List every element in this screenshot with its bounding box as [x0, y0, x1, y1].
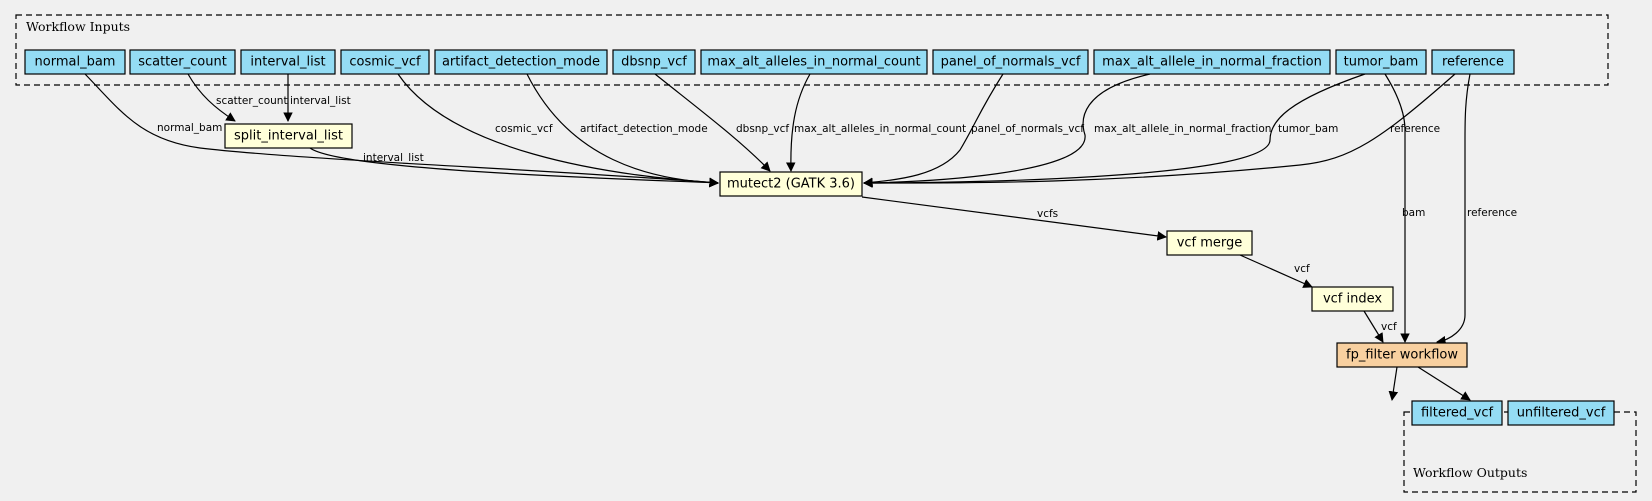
node-tumor-bam[interactable]: tumor_bam — [1335, 49, 1427, 75]
node-split-interval-list[interactable]: split_interval_list — [224, 123, 353, 149]
edge-normal-bam-to-mutect2 — [84, 73, 719, 188]
edge-max-alt-alleles-in-normal-count-to-mutect2 — [785, 73, 811, 172]
edge-mutect2-to-vcf-merge — [861, 196, 1167, 241]
node-label: mutect2 (GATK 3.6) — [727, 177, 855, 192]
node-label: panel_of_normals_vcf — [941, 55, 1081, 70]
node-label: reference — [1442, 55, 1504, 70]
node-max-alt-alleles-in-normal-count[interactable]: max_alt_alleles_in_normal_count — [700, 49, 928, 75]
edge-label: dbsnp_vcf — [736, 123, 789, 135]
node-reference[interactable]: reference — [1431, 49, 1515, 75]
node-artifact-detection-mode[interactable]: artifact_detection_mode — [434, 49, 608, 75]
edge-label: reference — [1467, 207, 1517, 219]
edge-label: scatter_count — [216, 95, 288, 107]
node-cosmic-vcf[interactable]: cosmic_vcf — [340, 49, 430, 75]
node-label: unfiltered_vcf — [1517, 406, 1606, 421]
node-label: vcf index — [1323, 292, 1382, 307]
edge-label: bam — [1402, 207, 1425, 219]
node-box — [1311, 286, 1394, 312]
node-label: fp_filter workflow — [1346, 348, 1458, 363]
edge-label: interval_list — [363, 152, 424, 164]
node-label: interval_list — [250, 55, 325, 70]
edge-label: max_alt_allele_in_normal_fraction — [1094, 123, 1271, 135]
node-label: tumor_bam — [1344, 55, 1419, 70]
edge-label: interval_list — [290, 95, 351, 107]
edge-vcf-index-to-fp-filter — [1363, 310, 1384, 343]
node-fp-filter[interactable]: fp_filter workflow — [1336, 342, 1468, 368]
node-label: filtered_vcf — [1421, 406, 1494, 421]
edge-label: vcfs — [1037, 208, 1058, 220]
node-box — [1336, 342, 1468, 368]
node-box — [700, 49, 928, 75]
node-label: max_alt_alleles_in_normal_count — [707, 55, 920, 70]
inputs-cluster-label: Workflow Inputs — [26, 19, 130, 34]
edge-tumor-bam-to-fp-filter — [1384, 73, 1410, 343]
node-box — [224, 123, 353, 149]
node-box — [1507, 400, 1615, 426]
inputs-cluster: Workflow Inputs — [15, 14, 1609, 86]
edge-label: tumor_bam — [1278, 123, 1338, 135]
node-scatter-count[interactable]: scatter_count — [129, 49, 236, 75]
node-box — [129, 49, 236, 75]
edge-label: panel_of_normals_vcf — [971, 123, 1084, 135]
edge-vcf-merge-to-vcf-index — [1239, 254, 1313, 288]
edge-label: vcf — [1294, 263, 1310, 275]
edge-fp-filter-to-unfiltered-vcf — [1417, 366, 1471, 401]
node-label: max_alt_allele_in_normal_fraction — [1102, 55, 1322, 70]
edge-label: reference — [1390, 123, 1440, 135]
edge-panel-of-normals-vcf-to-mutect2 — [863, 73, 1004, 188]
edge-reference-to-mutect2 — [863, 73, 1456, 188]
node-box — [434, 49, 608, 75]
node-box — [1431, 49, 1515, 75]
edge-reference-to-fp-filter — [1436, 73, 1471, 346]
edge-label: artifact_detection_mode — [580, 123, 708, 135]
edge-max-alt-allele-in-normal-fraction-to-mutect2 — [863, 73, 1151, 188]
node-vcf-merge[interactable]: vcf merge — [1166, 230, 1253, 256]
edge-artifact-detection-mode-to-mutect2 — [526, 73, 719, 188]
node-panel-of-normals-vcf[interactable]: panel_of_normals_vcf — [932, 49, 1089, 75]
edge-dbsnp-vcf-to-mutect2 — [654, 73, 771, 172]
edge-scatter-count-to-split-interval-list — [187, 73, 236, 122]
node-label: cosmic_vcf — [349, 55, 421, 70]
node-normal-bam[interactable]: normal_bam — [24, 49, 126, 75]
node-label: scatter_count — [138, 55, 227, 70]
edge-label: max_alt_alleles_in_normal_count — [794, 123, 966, 135]
node-box — [240, 49, 336, 75]
edge-fp-filter-to-filtered-vcf — [1388, 366, 1399, 401]
node-box — [932, 49, 1089, 75]
node-label: dbsnp_vcf — [621, 55, 687, 70]
edge-cosmic-vcf-to-mutect2 — [397, 73, 719, 188]
node-interval-list[interactable]: interval_list — [240, 49, 336, 75]
node-box — [340, 49, 430, 75]
node-label: split_interval_list — [234, 129, 343, 144]
node-label: normal_bam — [35, 55, 116, 70]
node-box — [1093, 49, 1331, 75]
node-label: artifact_detection_mode — [442, 55, 600, 70]
node-mutect2[interactable]: mutect2 (GATK 3.6) — [719, 171, 863, 197]
outputs-cluster-label: Workflow Outputs — [1413, 465, 1527, 480]
node-unfiltered-vcf[interactable]: unfiltered_vcf — [1507, 400, 1615, 426]
node-filtered-vcf[interactable]: filtered_vcf — [1411, 400, 1503, 426]
edge-tumor-bam-to-mutect2 — [863, 73, 1366, 188]
node-box — [719, 171, 863, 197]
edge-label: normal_bam — [157, 122, 222, 134]
node-dbsnp-vcf[interactable]: dbsnp_vcf — [612, 49, 696, 75]
node-box — [1166, 230, 1253, 256]
node-box — [24, 49, 126, 75]
node-box — [612, 49, 696, 75]
node-box — [1411, 400, 1503, 426]
edge-label: vcf — [1381, 321, 1397, 333]
node-label: vcf merge — [1177, 236, 1243, 251]
edge-split-interval-list-to-mutect2 — [309, 147, 719, 188]
node-max-alt-allele-in-normal-fraction[interactable]: max_alt_allele_in_normal_fraction — [1093, 49, 1331, 75]
edge-label: cosmic_vcf — [495, 123, 553, 135]
edges-layer — [84, 73, 1471, 401]
node-vcf-index[interactable]: vcf index — [1311, 286, 1394, 312]
node-box — [1335, 49, 1427, 75]
